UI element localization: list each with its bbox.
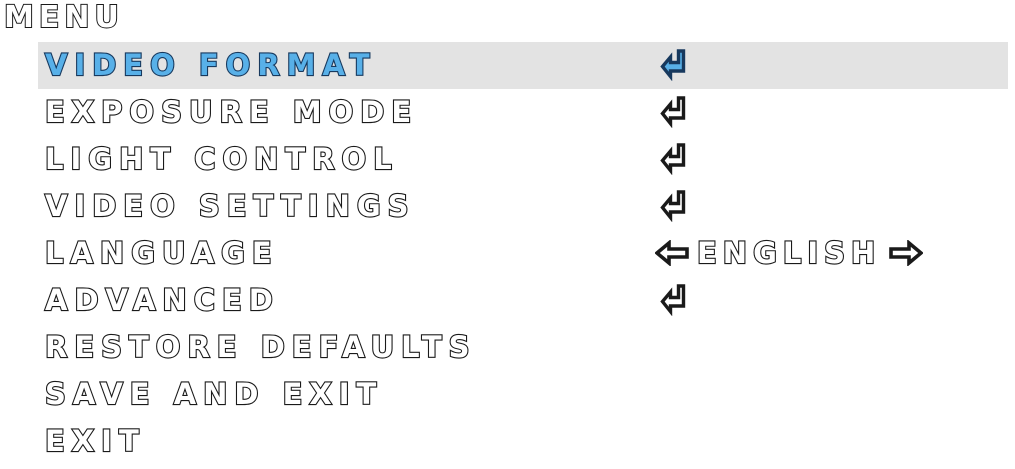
enter-arrow-icon — [660, 284, 686, 316]
menu-item-label: VIDEO FORMAT — [44, 47, 377, 83]
menu-item-value[interactable] — [660, 46, 686, 84]
menu-item-exit[interactable]: EXIT — [0, 418, 1015, 465]
menu-item-label: EXIT — [44, 423, 146, 459]
chevron-right-icon[interactable] — [889, 240, 924, 266]
menu-item-label: RESTORE DEFAULTS — [44, 329, 477, 365]
menu-item-video-format[interactable]: VIDEO FORMAT — [0, 42, 1008, 89]
enter-arrow-icon — [660, 96, 686, 128]
menu-item-label: VIDEO SETTINGS — [44, 188, 416, 224]
menu-item-save-and-exit[interactable]: SAVE AND EXIT — [0, 371, 1015, 418]
menu-item-label: ADVANCED — [44, 282, 280, 318]
menu-item-exposure-mode[interactable]: EXPOSURE MODE — [0, 89, 1015, 136]
menu-item-restore-defaults[interactable]: RESTORE DEFAULTS — [0, 324, 1015, 371]
menu-item-label: SAVE AND EXIT — [44, 376, 384, 412]
menu-item-language[interactable]: LANGUAGE ENGLISH — [0, 230, 1015, 277]
enter-arrow-icon — [660, 49, 686, 81]
menu-item-value-selector[interactable]: ENGLISH — [655, 234, 924, 272]
menu-item-value-text: ENGLISH — [696, 235, 882, 271]
menu-item-video-settings[interactable]: VIDEO SETTINGS — [0, 183, 1015, 230]
menu-item-value[interactable] — [660, 93, 686, 131]
enter-arrow-icon — [660, 143, 686, 175]
menu-item-label: LANGUAGE — [44, 235, 279, 271]
menu-item-label: LIGHT CONTROL — [44, 141, 399, 177]
page-title: MENU — [3, 0, 124, 36]
selection-highlight — [38, 42, 1008, 89]
menu-item-value[interactable] — [660, 187, 686, 225]
menu-item-label: EXPOSURE MODE — [44, 94, 419, 130]
menu-item-light-control[interactable]: LIGHT CONTROL — [0, 136, 1015, 183]
chevron-left-icon[interactable] — [655, 240, 689, 266]
menu-item-value[interactable] — [660, 140, 686, 178]
enter-arrow-icon — [660, 190, 686, 222]
menu-list: VIDEO FORMAT EXPOSURE MODE LIGHT CONTROL VI… — [0, 42, 1015, 465]
menu-item-value[interactable] — [660, 281, 686, 319]
menu-item-advanced[interactable]: ADVANCED — [0, 277, 1015, 324]
